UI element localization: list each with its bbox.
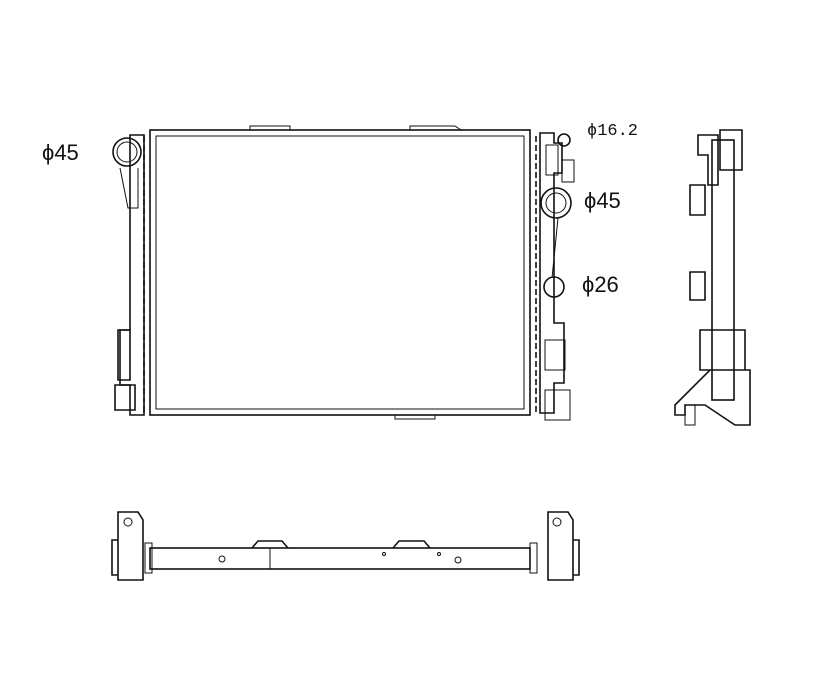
front-view (112, 125, 575, 421)
bottom-view (111, 511, 580, 581)
lower-port-diameter-label: ϕ26 (582, 272, 619, 297)
inlet-left-diameter-label: ϕ45 (42, 140, 79, 165)
outlet-right-diameter-label: ϕ45 (584, 188, 621, 213)
small-port-diameter-label: ϕ16.2 (587, 122, 639, 141)
small-port (557, 133, 571, 147)
inlet-left-pipe (112, 137, 142, 167)
outlet-right-pipe (540, 187, 572, 219)
side-view (674, 129, 751, 426)
lower-port (543, 276, 565, 298)
